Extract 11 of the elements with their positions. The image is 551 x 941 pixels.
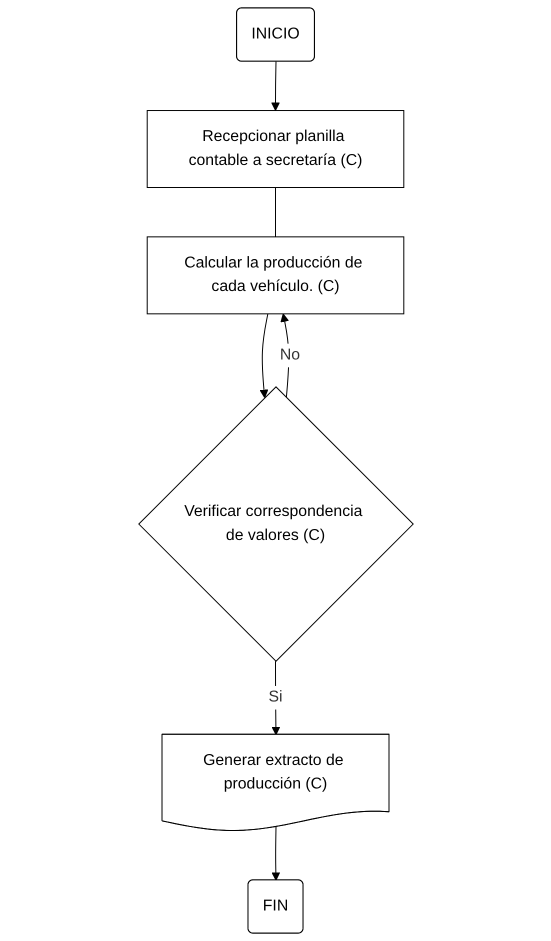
arrow: [280, 313, 289, 398]
arrow: [271, 660, 280, 736]
edge-label: Si: [268, 688, 282, 706]
node-diamond: Verificar correspondencia de valores (C): [138, 386, 414, 662]
connector: [274, 187, 276, 238]
node-box: Recepcionar planilla contable a secretaría (C): [146, 110, 404, 188]
node-box: Calcular la producción de cada vehículo. (C): [146, 236, 404, 314]
arrow: [271, 826, 280, 881]
edge-label: No: [279, 346, 300, 364]
arrow: [259, 313, 268, 398]
arrow: [270, 61, 280, 111]
